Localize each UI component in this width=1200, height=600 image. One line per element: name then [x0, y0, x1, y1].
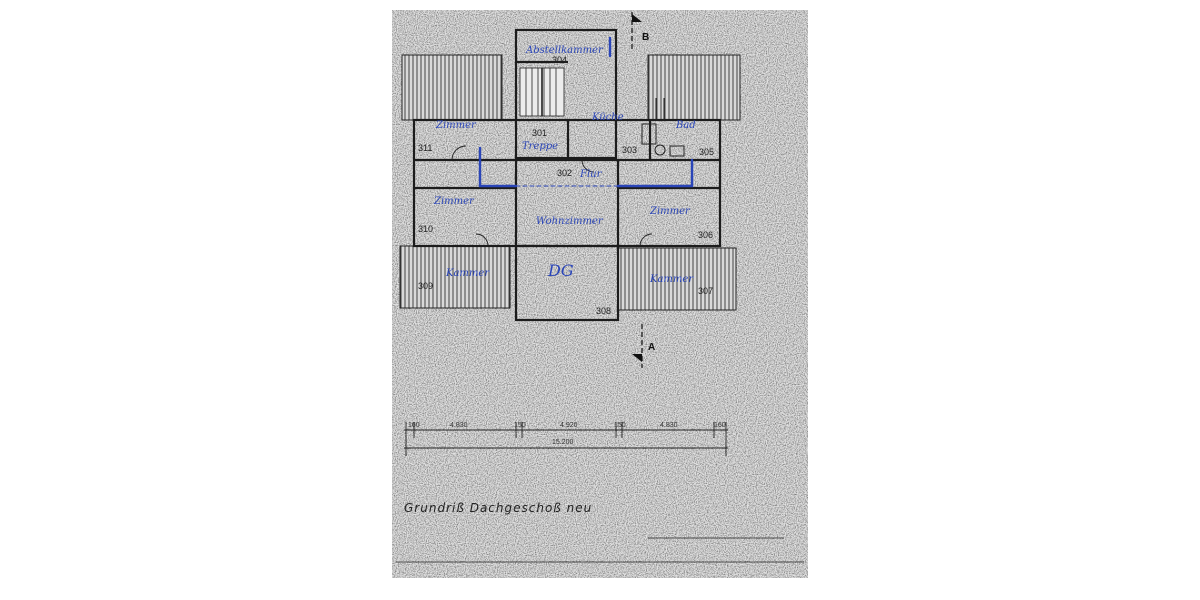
room-name-310: Zimmer — [433, 196, 475, 207]
room-name-305: Bad — [675, 120, 696, 131]
dimension-segment-1: 160 — [408, 422, 420, 429]
added-partitions — [478, 36, 694, 188]
room-number-308: 308 — [596, 306, 611, 316]
floor-plan-sheet: 304 301 302 303 305 306 307 308 309 310 … — [392, 10, 808, 578]
room-numbers: 304 301 302 303 305 306 307 308 309 310 … — [418, 55, 714, 316]
room-number-306: 306 — [698, 230, 713, 240]
walls — [412, 28, 722, 322]
stair-core — [514, 28, 618, 160]
living-room-bay — [514, 244, 620, 322]
doors — [451, 145, 653, 247]
roof-area-top-right — [647, 54, 741, 121]
room-number-309: 309 — [418, 281, 433, 291]
dimension-labels: 160 4.830 150 4.920 150 4.830 160 15.200 — [408, 422, 726, 446]
room-name-304: Abstellkammer — [525, 45, 604, 56]
dimension-segment-4: 4.920 — [560, 422, 578, 429]
room-name-307: Kammer — [649, 274, 694, 285]
dimension-segment-2: 4.830 — [450, 422, 468, 429]
room-names: Abstellkammer Treppe Flur Küche Bad Zimm… — [433, 45, 696, 285]
dimension-segment-5: 150 — [614, 422, 626, 429]
room-number-303: 303 — [622, 145, 637, 155]
room-name-309: Kammer — [445, 268, 490, 279]
plan-caption: Grundriß Dachgeschoß neu — [404, 501, 592, 515]
dimension-segment-7: 160 — [714, 422, 726, 429]
room-name-308: Wohnzimmer — [536, 216, 604, 227]
dimension-total: 15.200 — [552, 439, 574, 446]
section-marker-top: B — [631, 12, 649, 50]
roof-area-bottom-left — [399, 245, 511, 309]
room-number-311: 311 — [418, 143, 432, 153]
dimension-segment-6: 4.830 — [660, 422, 678, 429]
room-name-301: Treppe — [522, 141, 558, 152]
room-number-305: 305 — [699, 147, 714, 157]
roof-area-top-left — [401, 54, 503, 121]
dimension-segment-3: 150 — [514, 422, 526, 429]
room-number-307: 307 — [698, 286, 713, 296]
svg-text:B: B — [642, 32, 649, 43]
room-number-301: 301 — [532, 128, 547, 138]
dimension-chain — [404, 422, 728, 456]
room-number-302: 302 — [557, 168, 572, 178]
svg-text:A: A — [648, 342, 655, 353]
bath-fixtures — [641, 98, 685, 157]
floor-label: DG — [547, 261, 574, 280]
room-number-310: 310 — [418, 224, 433, 234]
room-name-302: Flur — [579, 169, 603, 180]
room-number-304: 304 — [552, 55, 567, 65]
section-marker-bottom: A — [632, 324, 655, 368]
room-name-311: Zimmer — [435, 120, 477, 131]
staircase — [519, 67, 565, 117]
room-name-303: Küche — [591, 112, 624, 123]
room-name-306: Zimmer — [649, 206, 691, 217]
